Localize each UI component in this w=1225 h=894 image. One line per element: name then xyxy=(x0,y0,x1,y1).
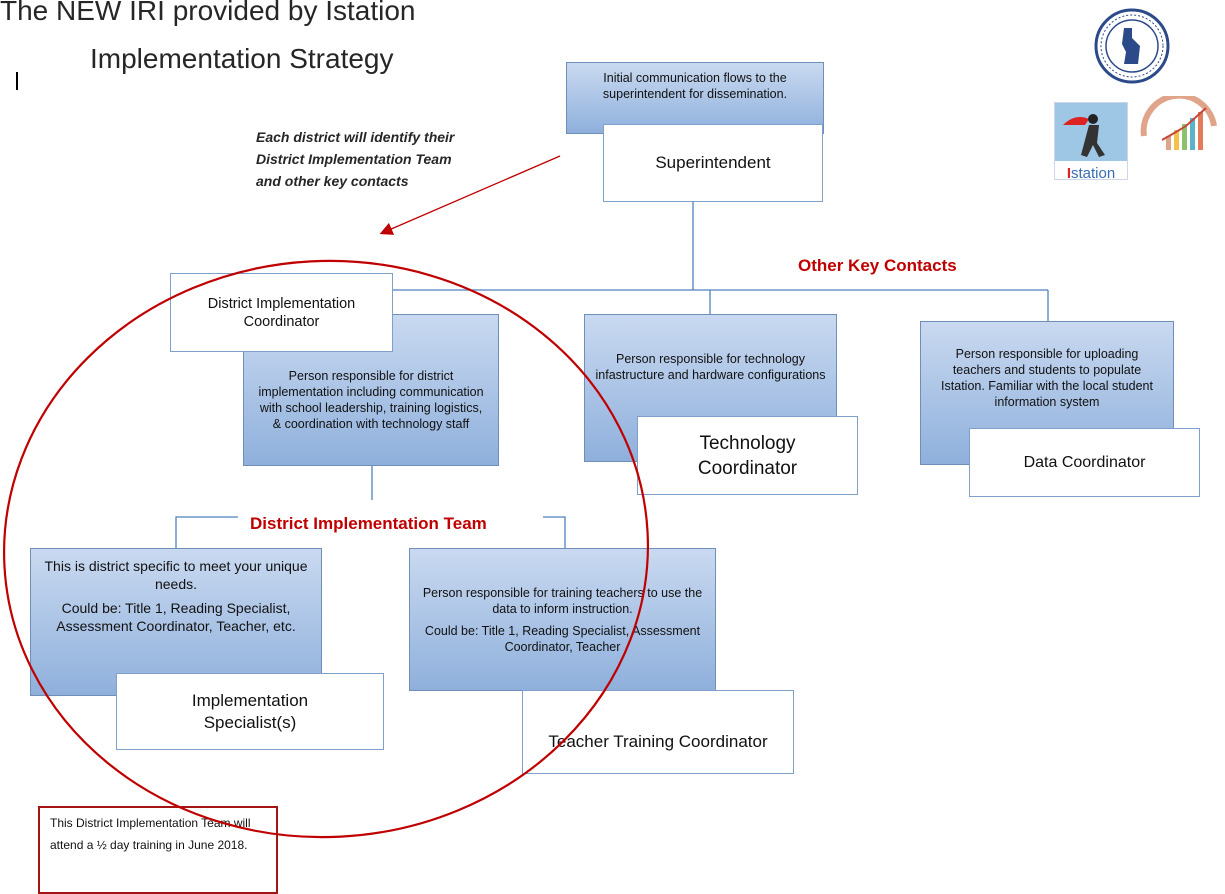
text-cursor xyxy=(16,72,18,90)
dic-title-box: District Implementation Coordinator xyxy=(170,273,393,352)
specialist-title-box: Implementation Specialist(s) xyxy=(116,673,384,750)
ttc-title-box: Teacher Training Coordinator xyxy=(522,690,794,774)
communication-box: Initial communication flows to the super… xyxy=(566,62,824,134)
annotation-arrow xyxy=(379,155,561,235)
istation-logo: Istation xyxy=(1054,102,1128,182)
training-note-box: This District Implementation Team will a… xyxy=(38,806,278,894)
tech-title-box: Technology Coordinator xyxy=(637,416,858,495)
ttc-description-box: Person responsible for training teachers… xyxy=(409,548,716,691)
data-title-box: Data Coordinator xyxy=(969,428,1200,497)
title-line-1: The NEW IRI provided by Istation xyxy=(0,0,416,26)
superintendent-box: Superintendent xyxy=(603,124,823,202)
annotation-text: Each district will identify their Distri… xyxy=(256,129,455,189)
other-key-contacts-label: Other Key Contacts xyxy=(798,256,957,275)
assessment-program-logo xyxy=(1136,92,1222,166)
title-line-2: Implementation Strategy xyxy=(90,43,394,74)
team-label: District Implementation Team xyxy=(250,514,487,533)
idaho-education-seal-logo xyxy=(1094,8,1170,84)
